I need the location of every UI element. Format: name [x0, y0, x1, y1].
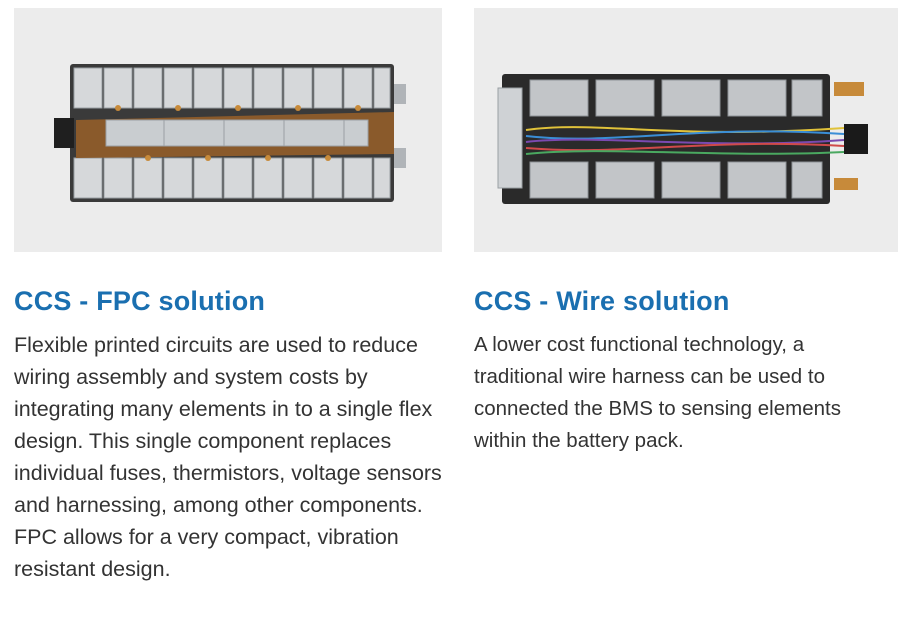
fpc-description: Flexible printed circuits are used to re… — [14, 333, 442, 581]
wire-section: CCS - Wire solution A lower cost functio… — [474, 0, 900, 457]
wire-description: A lower cost functional technology, a tr… — [474, 333, 841, 452]
fpc-heading: CCS - FPC solution — [14, 286, 266, 316]
wire-module-image — [474, 8, 898, 252]
fpc-module-illustration — [54, 64, 406, 202]
fpc-section: CCS - FPC solution Flexible printed circ… — [14, 0, 444, 585]
wire-heading: CCS - Wire solution — [474, 286, 730, 316]
fpc-module-image — [14, 8, 442, 252]
wire-module-illustration — [497, 74, 868, 204]
